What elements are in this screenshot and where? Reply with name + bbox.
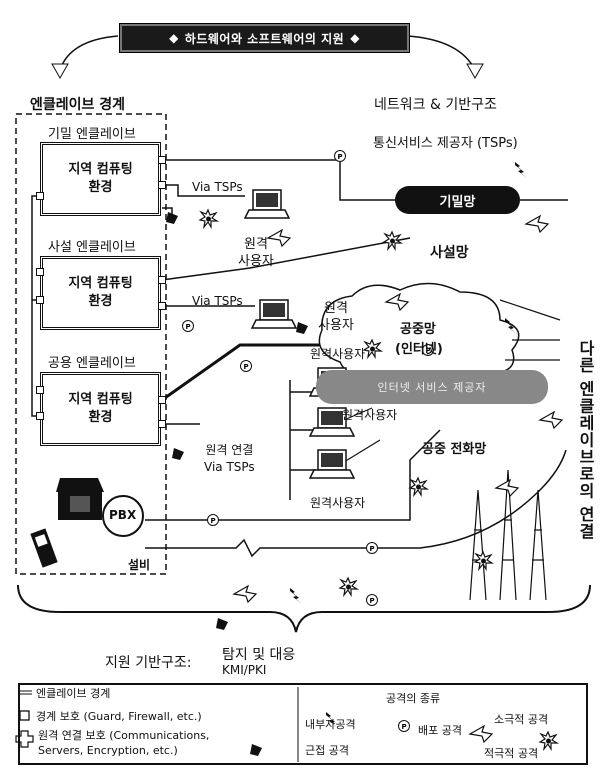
pbx-label: PBX xyxy=(109,508,136,522)
arrow-left-icon: ◆ xyxy=(163,31,185,45)
boundary-protection-port xyxy=(36,412,44,420)
boundary-protection-port xyxy=(36,386,44,394)
active-attack-icon xyxy=(200,210,217,227)
passive-attack-icon xyxy=(335,151,346,162)
env-label-line2: 환경 xyxy=(89,409,113,427)
legend-boundary: 엔클레이브 경계 xyxy=(36,685,110,701)
legend-distribution: 배포 공격 xyxy=(418,722,462,738)
support-line2: KMI/PKI xyxy=(222,663,266,677)
legend-passive-symbol: P xyxy=(582,708,583,709)
classified-enclave-title: 기밀 엔클레이브 xyxy=(48,123,136,142)
public-computing-env: 지역 컴퓨팅 환경 xyxy=(40,372,161,446)
passive-attack-icon xyxy=(208,515,219,526)
left-arrow-head xyxy=(52,64,68,78)
enclave-boundary-label: 엔클레이브 경계 xyxy=(30,94,125,114)
remote-user-label: 원격사용자 xyxy=(310,494,365,511)
legend-close-in: 근접 공격 xyxy=(305,742,349,758)
classified-computing-env: 지역 컴퓨팅 환경 xyxy=(40,142,161,216)
private-link xyxy=(162,238,410,280)
passive-attack-icon xyxy=(367,595,378,606)
passive-attack-icon xyxy=(241,361,252,372)
phone-icon xyxy=(56,478,104,520)
boundary-protection-port xyxy=(158,276,166,284)
banner-title: 하드웨어와 소프트웨어의 지원 xyxy=(185,30,344,47)
passive-attack-icon xyxy=(183,321,194,332)
remote-user-label: 원격사용자 xyxy=(310,345,365,362)
other-enclaves-label: 다른 엔클레이브로의 연결 xyxy=(570,270,600,610)
public-network-label-line1: 공중망 xyxy=(400,318,436,337)
via-tsps-label: Via TSPs xyxy=(192,294,243,308)
support-line1: 탐지 및 대응 xyxy=(222,644,295,664)
tsp-label: 통신서비스 제공자 (TSPs) xyxy=(373,132,518,151)
support-banner: ◆ 하드웨어와 소프트웨어의 지원 ◆ xyxy=(120,24,409,52)
boundary-protection-port xyxy=(158,156,166,164)
public-enclave-title: 공용 엔클레이브 xyxy=(48,352,136,371)
support-label: 지원 기반구조: xyxy=(105,652,191,672)
laptop-icon xyxy=(310,450,354,478)
network-title: 네트워크 & 기반구조 xyxy=(374,94,497,114)
env-label-line2: 환경 xyxy=(89,179,113,197)
legend-remote-protection: 원격 연결 보호 (Communications,Servers, Encryp… xyxy=(38,728,209,758)
remote-user-label: 원격사용자 xyxy=(342,406,397,423)
env-label-line1: 지역 컴퓨팅 xyxy=(68,275,132,293)
env-label-line1: 지역 컴퓨팅 xyxy=(68,161,132,179)
classified-network: 기밀망 xyxy=(395,186,520,214)
insider-attack-icon xyxy=(515,162,527,178)
boundary-protection-port xyxy=(36,268,44,276)
passive-attack-icon xyxy=(367,543,378,554)
legend-insider: 내부자공격 xyxy=(305,716,356,732)
legend-attack-types-title: 공격의 종류 xyxy=(386,690,440,706)
boundary-protection-port xyxy=(158,302,166,310)
boundary-protection-port xyxy=(158,396,166,404)
laptop-icon xyxy=(245,190,289,218)
public-network-label-line2: (인터넷) xyxy=(395,338,443,357)
private-network-label: 사설망 xyxy=(430,242,469,262)
active-attack-icon xyxy=(340,578,357,595)
pstn-label: 공중 전화망 xyxy=(422,438,486,457)
env-label-line1: 지역 컴퓨팅 xyxy=(68,391,132,409)
right-arrow-head xyxy=(467,64,483,78)
legend-active: 적극적 공격 xyxy=(484,745,538,761)
arrow-right-icon: ◆ xyxy=(344,31,366,45)
mobile-icon xyxy=(30,528,57,567)
support-bracket xyxy=(18,585,590,632)
laptop-icon xyxy=(252,300,296,328)
via-tsps-label: Via TSPs xyxy=(192,180,243,194)
boundary-protection-port xyxy=(158,420,166,428)
legend-boundary-protection: 경계 보호 (Guard, Firewall, etc.) xyxy=(36,708,202,724)
boundary-protection-port xyxy=(158,181,166,189)
active-attack-icon xyxy=(410,478,427,495)
legend-passive: 소극적 공격 xyxy=(494,711,548,727)
boundary-protection-port xyxy=(36,192,44,200)
private-enclave-title: 사설 엔클레이브 xyxy=(48,236,136,255)
env-label-line2: 환경 xyxy=(89,293,113,311)
facilities-label: 설비 xyxy=(128,556,150,573)
insider-attack-icon xyxy=(290,588,302,604)
boundary-protection-port xyxy=(36,296,44,304)
private-computing-env: 지역 컴퓨팅 환경 xyxy=(40,256,161,330)
public-tsp-band: 인터넷 서비스 제공자 xyxy=(316,370,548,404)
